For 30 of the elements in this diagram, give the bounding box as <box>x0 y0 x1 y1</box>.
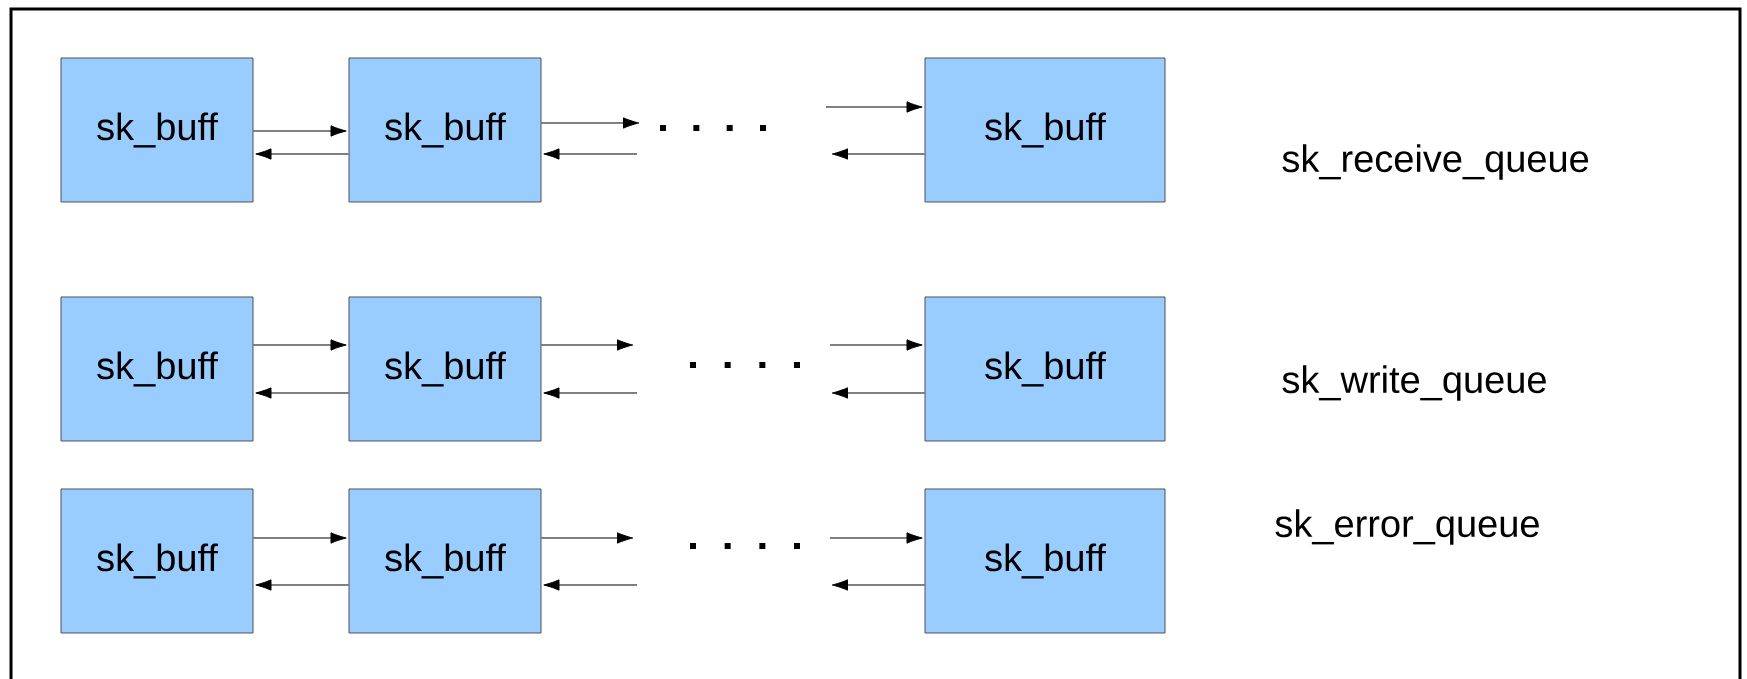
arrow <box>831 148 925 160</box>
arrow <box>543 387 638 399</box>
arrow <box>253 532 347 544</box>
arrow <box>829 339 923 351</box>
arrow <box>541 339 634 351</box>
buffer-box: sk_buff <box>348 488 542 634</box>
arrow <box>829 532 923 544</box>
arrow <box>825 101 923 113</box>
arrow <box>255 148 349 160</box>
arrow <box>253 125 347 137</box>
arrow <box>831 387 925 399</box>
arrow <box>253 339 347 351</box>
buffer-box: sk_buff <box>924 296 1166 442</box>
queue-label: sk_error_queue <box>1275 509 1539 545</box>
queue-label: sk_write_queue <box>1282 365 1546 401</box>
buffer-box: sk_buff <box>348 57 542 203</box>
arrow <box>255 579 349 591</box>
arrow <box>543 579 638 591</box>
buffer-box: sk_buff <box>60 296 254 442</box>
arrow <box>831 579 925 591</box>
buffer-box: sk_buff <box>348 296 542 442</box>
buffer-box: sk_buff <box>60 488 254 634</box>
buffer-box: sk_buff <box>924 57 1166 203</box>
buffer-box: sk_buff <box>924 488 1166 634</box>
arrow <box>543 148 638 160</box>
buffer-box: sk_buff <box>60 57 254 203</box>
queue-label: sk_receive_queue <box>1282 144 1589 180</box>
arrow <box>541 532 634 544</box>
arrow <box>255 387 349 399</box>
arrow <box>541 117 640 129</box>
